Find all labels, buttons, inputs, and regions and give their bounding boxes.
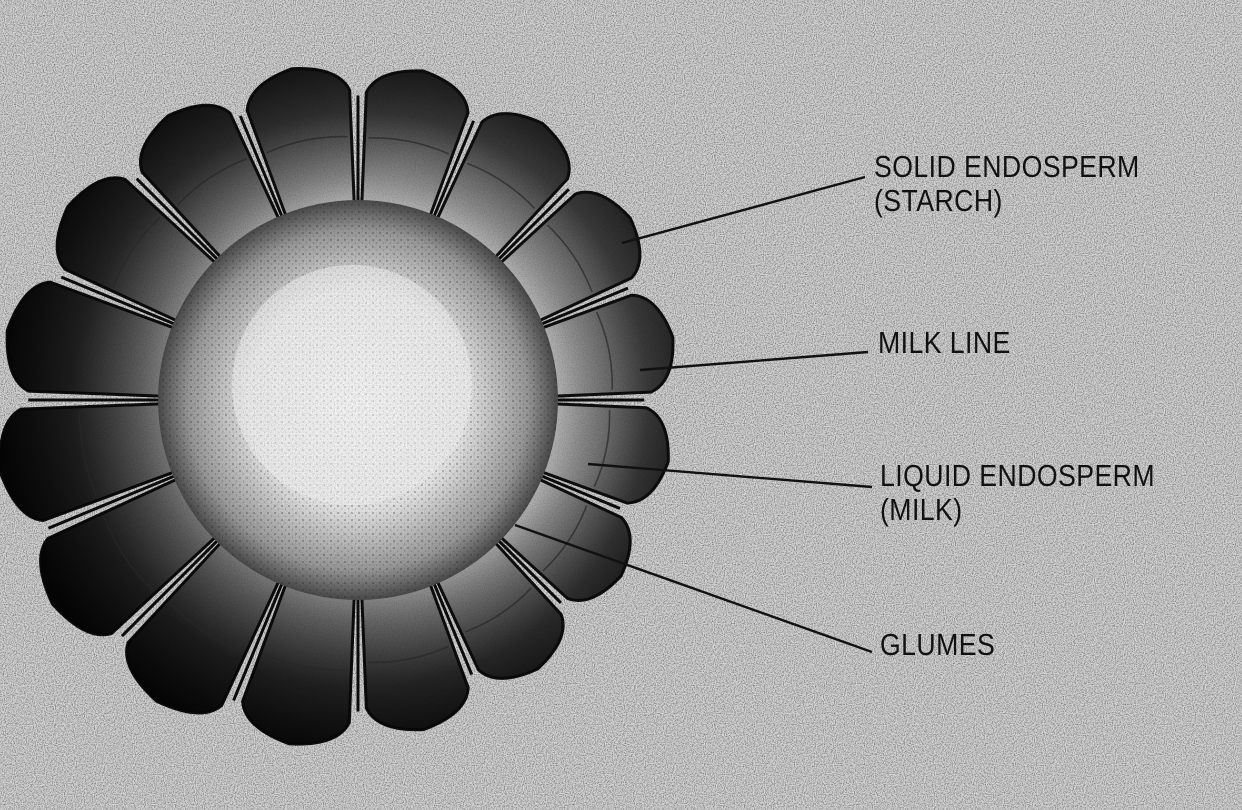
label-solid-endosperm-line2: (STARCH)	[874, 184, 1140, 218]
label-liquid-endosperm-line1: LIQUID ENDOSPERM	[880, 459, 1155, 493]
label-liquid-endosperm: LIQUID ENDOSPERM (MILK)	[880, 459, 1155, 527]
label-milk-line: MILK LINE	[878, 326, 1011, 360]
label-glumes-line1: GLUMES	[880, 628, 995, 662]
label-solid-endosperm: SOLID ENDOSPERM (STARCH)	[874, 150, 1140, 218]
label-milk-line-line1: MILK LINE	[878, 326, 1011, 360]
label-glumes: GLUMES	[880, 628, 995, 662]
label-liquid-endosperm-line2: (MILK)	[880, 493, 1155, 527]
label-solid-endosperm-line1: SOLID ENDOSPERM	[874, 150, 1140, 184]
